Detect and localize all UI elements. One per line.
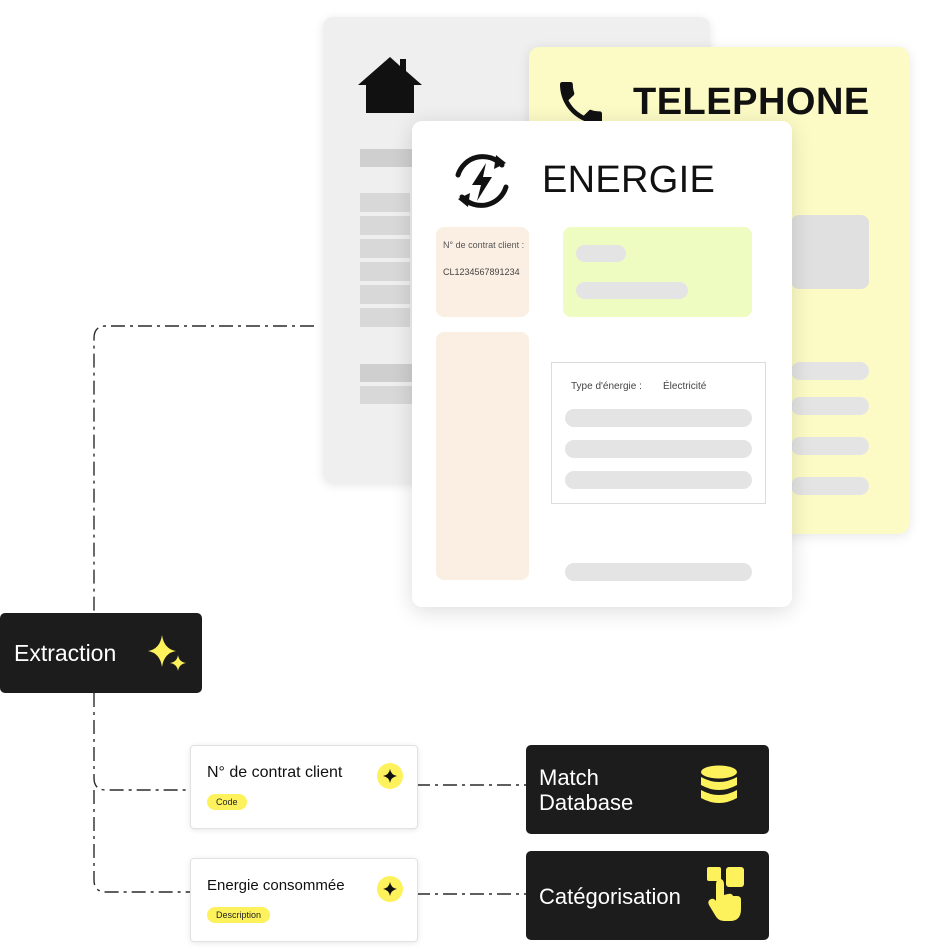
placeholder-line <box>791 362 869 380</box>
field-title: Energie consommée <box>207 877 345 894</box>
categorisation-node[interactable]: Catégorisation <box>526 851 769 940</box>
field-card-energie[interactable]: Energie consommée Description <box>190 858 418 942</box>
field-title: N° de contrat client <box>207 764 343 781</box>
house-icon <box>356 55 424 120</box>
tap-hand-icon <box>706 865 748 928</box>
placeholder-line <box>360 193 410 212</box>
placeholder-line <box>360 216 410 235</box>
highlight-box <box>563 227 752 317</box>
placeholder-line <box>565 471 752 489</box>
placeholder-line <box>565 409 752 427</box>
match-database-node[interactable]: Match Database <box>526 745 769 834</box>
extraction-node[interactable]: Extraction <box>0 613 202 693</box>
field-card-contract[interactable]: N° de contrat client Code <box>190 745 418 829</box>
energie-title: ENERGIE <box>542 159 716 201</box>
telephone-title: TELEPHONE <box>633 81 870 123</box>
placeholder-block <box>791 215 869 289</box>
energy-cycle-icon <box>446 145 518 222</box>
contract-field-box: N° de contrat client : CL1234567891234 <box>436 227 529 317</box>
placeholder-line <box>360 364 412 382</box>
placeholder-line <box>565 440 752 458</box>
energy-type-box: Type d'énergie : Électricité <box>551 362 766 504</box>
sparkle-icon <box>377 763 403 789</box>
sparkles-icon <box>146 633 188 678</box>
contract-value: CL1234567891234 <box>443 267 520 277</box>
database-icon <box>700 765 738 816</box>
side-placeholder-box <box>436 332 529 580</box>
placeholder-line <box>791 477 869 495</box>
contract-label: N° de contrat client : <box>443 240 525 250</box>
phone-icon <box>553 75 609 136</box>
placeholder-line <box>576 282 688 299</box>
placeholder-line <box>360 285 410 304</box>
placeholder-line <box>791 397 869 415</box>
placeholder-line <box>360 149 412 167</box>
placeholder-line <box>360 262 410 281</box>
placeholder-line <box>360 386 412 404</box>
placeholder-line <box>360 308 410 327</box>
extraction-label: Extraction <box>14 640 117 666</box>
sparkle-icon <box>377 876 403 902</box>
placeholder-line <box>576 245 626 262</box>
energy-type-value: Électricité <box>663 381 707 392</box>
placeholder-line <box>360 239 410 258</box>
field-tag: Description <box>207 907 271 923</box>
energie-document-card: ENERGIE N° de contrat client : CL1234567… <box>412 121 792 607</box>
match-database-label: Match Database <box>539 765 634 815</box>
field-tag: Code <box>207 794 247 810</box>
categorisation-label: Catégorisation <box>539 884 681 909</box>
placeholder-line <box>565 563 752 581</box>
placeholder-line <box>791 437 869 455</box>
energy-type-label: Type d'énergie : <box>571 381 642 392</box>
